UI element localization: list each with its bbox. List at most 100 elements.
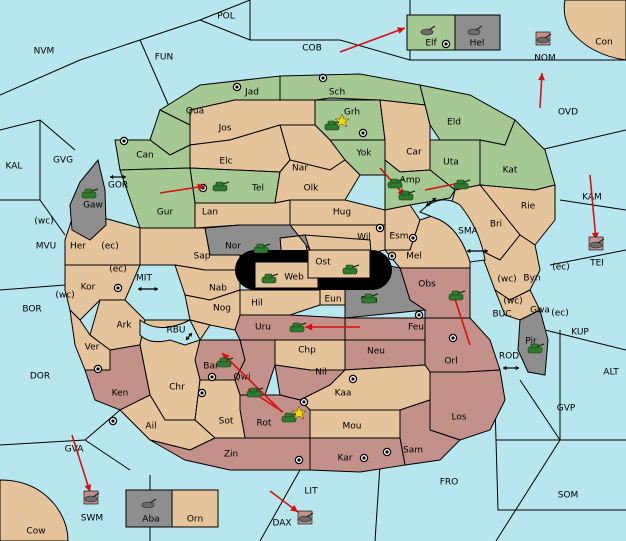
region-label-web: Web [284, 273, 304, 283]
region-label-can: Can [136, 151, 154, 161]
sea-label-cow: Cow [26, 527, 45, 537]
strait-label-gor: GOR [108, 181, 128, 191]
region-tel[interactable] [189, 167, 281, 204]
corner-con [563, 0, 626, 61]
corner-cow [0, 479, 69, 541]
strait-connector-icon [467, 248, 488, 254]
region-label-qwi: Qwi [234, 373, 251, 383]
sea-label-gva: GVA [65, 445, 85, 455]
region-label-hil: Hil [251, 299, 263, 309]
region-label-hug: Hug [333, 208, 351, 218]
region-aba[interactable] [125, 489, 173, 528]
sea-label-ovd: OVD [558, 108, 578, 118]
region-label-her: Her [70, 242, 86, 252]
sea-label-som: SOM [558, 491, 579, 501]
region-label-sun: Sun [360, 296, 377, 306]
region-label-zin: Zin [224, 450, 238, 460]
region-gaw[interactable] [69, 158, 107, 241]
region-label-ken: Ken [112, 389, 129, 399]
region-label-nor: Nor [225, 242, 241, 252]
region-label-eun: Eun [324, 295, 341, 305]
sea-label-bor: BOR [22, 305, 41, 315]
region-grh[interactable] [314, 99, 386, 141]
region-label-sch: Sch [329, 88, 345, 98]
region-label-jad: Jad [244, 88, 259, 98]
region-label-gur: Gur [157, 208, 174, 218]
region-ken[interactable] [84, 344, 151, 411]
port-label-tei: TEI [589, 259, 604, 269]
lagoon-sma [419, 199, 486, 263]
sea-label-mvu: MVU [36, 242, 57, 252]
region-label-kor: Kor [81, 283, 96, 293]
region-label-elf: Elf [425, 39, 437, 49]
sea-label-gvg: GVG [53, 156, 73, 166]
strait-connector-icon [110, 174, 126, 180]
region-label-hel: Hel [470, 39, 485, 49]
strait-connector-icon [185, 332, 193, 341]
region-label-los: Los [451, 413, 466, 423]
region-label-byn: Byn [523, 274, 540, 284]
coast-label-kor-wc: (wc) [55, 291, 74, 301]
region-label-chp: Chp [298, 346, 316, 356]
sea-label-fun: FUN [155, 53, 174, 63]
sea-label-gvp: GVP [557, 404, 576, 414]
region-label-nar: Nar [292, 164, 308, 174]
region-kar[interactable] [309, 437, 406, 473]
coast-label-her-wc: (wc) [34, 217, 53, 227]
region-label-sot: Sot [219, 417, 234, 427]
region-label-qua: Qua [186, 107, 204, 117]
region-label-car: Car [406, 148, 422, 158]
region-label-rot: Rot [257, 419, 272, 429]
coast-label-byn-wc: (wc) [497, 275, 516, 285]
region-pir[interactable] [517, 309, 549, 376]
region-label-pir: Pir [525, 337, 537, 347]
region-label-sap: Sap [194, 252, 211, 262]
region-nor[interactable] [204, 224, 311, 263]
strait-label-buc: BUC [492, 310, 511, 320]
sea-label-kup: KUP [571, 328, 589, 338]
sea-label-mit: MIT [136, 274, 152, 284]
region-label-uta: Uta [443, 158, 459, 168]
sea-label-pol: POL [217, 12, 235, 22]
strait-label-rod: ROD [499, 352, 519, 362]
region-label-kar: Kar [338, 454, 353, 464]
strait-connector-icon [503, 365, 519, 371]
region-label-bar: Bar [203, 362, 219, 372]
region-kor[interactable] [64, 264, 141, 321]
land-regions [64, 14, 556, 528]
region-label-olk: Olk [304, 184, 320, 194]
sea-label-alt: ALT [603, 368, 619, 378]
sea-label-dor: DOR [30, 372, 50, 382]
region-label-grh: Grh [344, 108, 360, 118]
region-label-gaw: Gaw [83, 201, 103, 211]
coast-label-byn-ec: (ec) [552, 263, 570, 273]
region-label-feu: Feu [408, 323, 424, 333]
strait-connector-icon [425, 197, 437, 207]
region-label-yok: Yok [355, 149, 372, 159]
region-label-lan: Lan [202, 208, 218, 218]
region-uru[interactable] [234, 314, 346, 341]
region-rot[interactable] [239, 394, 311, 439]
sea-label-lit: LIT [304, 487, 318, 497]
lagoon-rbu [139, 319, 201, 346]
region-label-mou: Mou [343, 422, 362, 432]
coast-label-gwa-ec: (ec) [551, 309, 569, 319]
region-olk[interactable] [274, 159, 361, 204]
region-label-sam: Sam [403, 446, 423, 456]
region-label-aba: Aba [142, 515, 159, 525]
region-label-nab: Nab [209, 284, 227, 294]
region-label-ark: Ark [116, 321, 132, 331]
coast-label-kor-ec: (ec) [109, 265, 127, 275]
region-label-ail: Ail [145, 422, 156, 432]
coast-label-gwa-wc: (wc) [503, 297, 522, 307]
sea-label-cob: COB [302, 44, 322, 54]
sea-label-kam: KAM [582, 193, 602, 203]
region-label-chr: Chr [169, 383, 185, 393]
region-label-kat: Kat [503, 166, 518, 176]
strait-connector-icon [138, 286, 158, 292]
region-label-kaa: Kaa [335, 389, 352, 399]
region-car[interactable] [379, 99, 431, 173]
region-label-nil: Nil [315, 368, 327, 378]
region-label-orl: Orl [444, 357, 457, 367]
